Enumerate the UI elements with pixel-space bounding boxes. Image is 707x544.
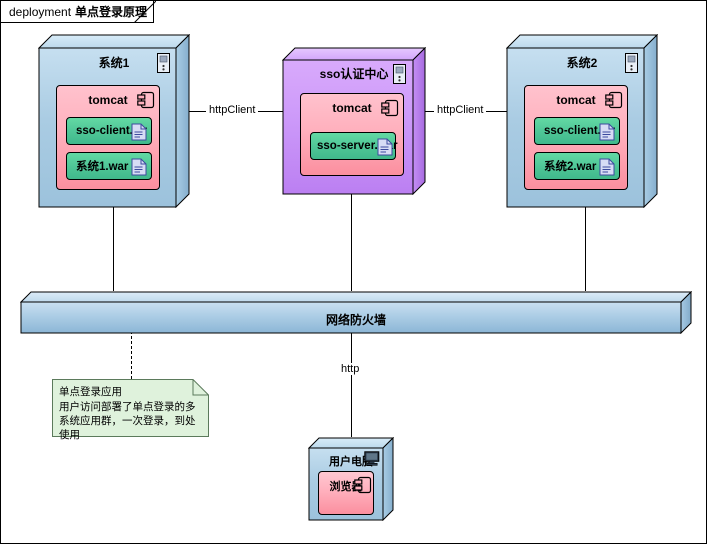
node-network-firewall[interactable]: 网络防火墙 (19, 290, 693, 335)
frame-name: 单点登录原理 (75, 5, 148, 19)
server-icon (157, 53, 170, 73)
component-tomcat-system1-title: tomcat (88, 93, 128, 107)
node-system2[interactable]: 系统2 tomcat sso-client.jar (506, 34, 658, 208)
component-tomcat-sso-center[interactable]: tomcat sso-server.war (300, 93, 404, 176)
component-tomcat-system1[interactable]: tomcat sso-client.jar 系统1.war (56, 85, 160, 190)
component-icon (137, 91, 155, 109)
component-icon (605, 91, 623, 109)
edge-line-firewall-userpc (351, 331, 352, 437)
note-sso-application[interactable]: 单点登录应用 用户访问部署了单点登录的多系统应用群，一次登录，到处使用 (52, 379, 209, 441)
artifact-document-icon (131, 158, 147, 176)
artifact-label: 系统1.war (76, 161, 129, 173)
edge-label-httpclient-right: httpClient (434, 104, 487, 116)
note-title: 单点登录应用 (59, 386, 122, 398)
artifact-label: sso-client.jar (544, 125, 615, 137)
artifact-label: 系统2.war (544, 161, 597, 173)
edge-line-sso-firewall (351, 193, 352, 291)
note-anchor-dashed-line (131, 331, 132, 379)
component-tomcat-system2-title: tomcat (556, 93, 596, 107)
artifact-sso-client-jar-system2[interactable]: sso-client.jar (534, 117, 620, 145)
note-shape (52, 379, 209, 437)
component-browser[interactable]: 浏览器 (318, 471, 374, 515)
artifact-document-icon (377, 138, 393, 156)
artifact-sso-client-jar-system1[interactable]: sso-client.jar (66, 117, 152, 145)
artifact-document-icon (599, 158, 615, 176)
artifact-label: sso-client.jar (76, 125, 147, 137)
edge-label-http: http (338, 363, 363, 375)
component-icon (354, 476, 372, 494)
frame-title-tab: deployment 单点登录原理 (1, 1, 155, 23)
frame-keyword: deployment (9, 4, 72, 19)
monitor-icon (364, 451, 380, 466)
edge-label-httpclient-left: httpClient (206, 104, 259, 116)
component-tomcat-sso-center-title: tomcat (332, 101, 372, 115)
artifact-document-icon (131, 123, 147, 141)
node-system1[interactable]: 系统1 tomcat sso-client.jar (38, 34, 190, 208)
node-user-pc[interactable]: 用户电脑 浏览器 (308, 437, 394, 521)
artifact-system1-war[interactable]: 系统1.war (66, 152, 152, 180)
component-icon (381, 99, 399, 117)
edge-line-system2-firewall (585, 203, 586, 291)
artifact-sso-server-war[interactable]: sso-server.war (310, 132, 398, 160)
node-sso-center[interactable]: sso认证中心 tomcat sso-server.war (282, 47, 426, 195)
artifact-document-icon (599, 123, 615, 141)
firewall-3d-shell (19, 290, 693, 335)
artifact-label: sso-server.war (317, 140, 398, 152)
server-icon (393, 64, 406, 84)
artifact-system2-war[interactable]: 系统2.war (534, 152, 620, 180)
note-body: 用户访问部署了单点登录的多系统应用群，一次登录，到处使用 (59, 401, 196, 441)
server-icon (625, 53, 638, 73)
component-tomcat-system2[interactable]: tomcat sso-client.jar 系统2.war (524, 85, 628, 190)
edge-line-system1-firewall (113, 203, 114, 291)
